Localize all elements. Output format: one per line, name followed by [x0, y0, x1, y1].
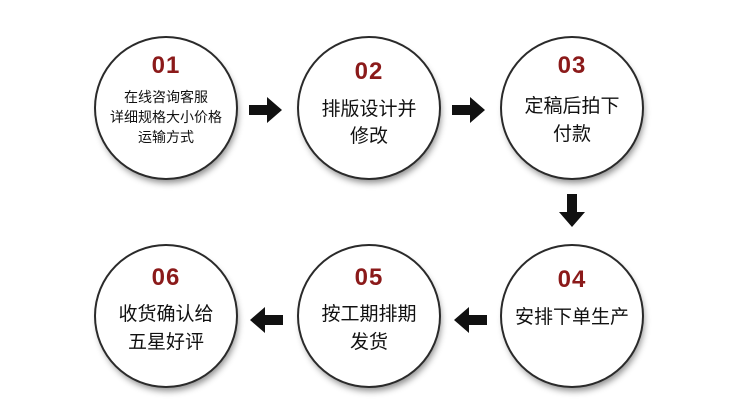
- step-text-line: 运输方式: [138, 130, 194, 146]
- step-number: 06: [151, 264, 181, 291]
- step-text-line: 五星好评: [127, 331, 204, 353]
- step-text-line: 在线咨询客服: [124, 90, 208, 106]
- step-text-line: 安排下单生产: [514, 306, 629, 328]
- step-01-circle: 01 在线咨询客服 详细规格大小价格 运输方式: [96, 38, 236, 178]
- step-04-circle: 04 安排下单生产: [502, 246, 642, 386]
- step-text-line: 详细规格大小价格: [110, 110, 222, 126]
- step-03-circle: 03 定稿后拍下 付款: [502, 38, 642, 178]
- step-text-line: 定稿后拍下: [524, 95, 620, 117]
- step-06-circle: 06 收货确认给 五星好评: [96, 246, 236, 386]
- step-text: 按工期排期 发货: [299, 300, 439, 356]
- step-text: 收货确认给 五星好评: [96, 300, 236, 356]
- arrow-right-icon: [452, 97, 485, 123]
- step-05-circle: 05 按工期排期 发货: [299, 246, 439, 386]
- step-text-line: 付款: [552, 123, 591, 145]
- step-text-line: 发货: [349, 331, 388, 353]
- step-number: 03: [557, 52, 587, 79]
- step-text: 排版设计并 修改: [299, 96, 439, 150]
- step-text-line: 排版设计并: [321, 98, 417, 120]
- step-number: 02: [354, 58, 384, 85]
- step-number: 04: [557, 266, 587, 293]
- step-text: 在线咨询客服 详细规格大小价格 运输方式: [96, 88, 236, 148]
- arrow-left-icon: [250, 307, 283, 333]
- step-number: 05: [354, 264, 384, 291]
- arrow-right-icon: [249, 97, 282, 123]
- step-text: 定稿后拍下 付款: [502, 92, 642, 148]
- step-text-line: 按工期排期: [321, 303, 417, 325]
- step-02-circle: 02 排版设计并 修改: [299, 38, 439, 178]
- step-number: 01: [151, 52, 181, 79]
- arrow-down-icon: [559, 194, 585, 227]
- step-text: 安排下单生产: [502, 304, 642, 331]
- step-text-line: 修改: [349, 125, 388, 147]
- step-text-line: 收货确认给: [118, 303, 214, 325]
- arrow-left-icon: [454, 307, 487, 333]
